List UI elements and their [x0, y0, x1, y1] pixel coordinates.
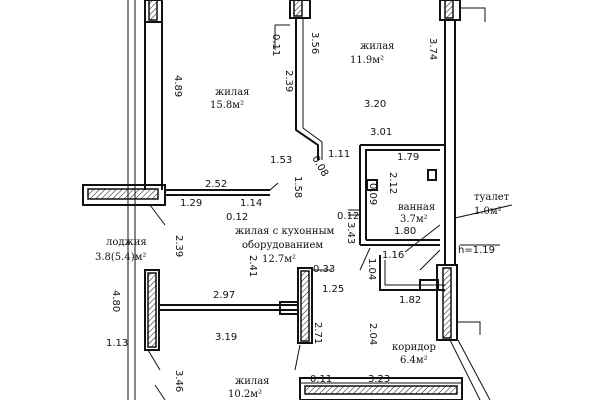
dim-4-80: 4.80 [110, 290, 121, 312]
dim-1-79: 1.79 [397, 152, 419, 163]
dim-0-12-right: 0.12 [337, 211, 359, 222]
room-toilet-area: 1.0м² [474, 206, 502, 217]
dim-1-25: 1.25 [322, 284, 344, 295]
dim-2-41: 2.41 [247, 255, 258, 277]
room-living-bottom-area: 10.2м² [228, 389, 262, 400]
dim-2-12: 2.12 [387, 172, 398, 194]
room-living-top-right-area: 11.9м² [350, 55, 384, 66]
room-bathroom-name: ванная [398, 202, 435, 213]
room-living-top-right-name: жилая [360, 41, 395, 52]
dim-2-04: 2.04 [367, 323, 378, 345]
room-living-bottom-name: жилая [235, 376, 270, 387]
partition-2-52 [165, 182, 279, 196]
dim-1-16: 1.16 [382, 250, 404, 261]
dim-0-33: 0.33 [313, 264, 335, 275]
wall-top-right [439, 0, 486, 265]
dim-0-08: 0.08 [309, 154, 330, 179]
dim-3-46: 3.46 [173, 370, 184, 392]
dim-1-11: 1.11 [328, 149, 350, 160]
partition-middle [158, 267, 332, 344]
dim-0-11-top: 0.11 [270, 34, 281, 56]
wall-bottom [299, 377, 463, 400]
dim-3-74: 3.74 [427, 38, 438, 60]
room-loggia-area: 3.8(5.4)м² [95, 252, 146, 263]
room-corridor-area: 6.4м² [400, 355, 428, 366]
dim-h-1-19: h=1.19 [458, 245, 495, 256]
dim-1-29: 1.29 [180, 198, 202, 209]
dim-3-23: 3.23 [368, 374, 390, 385]
wall-right-lower [436, 264, 491, 400]
dim-2-39-left: 2.39 [173, 235, 184, 257]
dim-4-89: 4.89 [172, 75, 183, 97]
wall-top-left [144, 0, 163, 190]
wall-top-middle [274, 0, 323, 160]
room-kitchen-line1: жилая с кухонным [235, 226, 335, 237]
dim-3-20: 3.20 [364, 99, 386, 110]
room-corridor-name: коридор [392, 342, 436, 353]
dim-2-39-top: 2.39 [283, 70, 294, 92]
column-left [144, 269, 160, 351]
room-toilet-name: туалет [474, 192, 510, 203]
dim-2-71: 2.71 [312, 322, 323, 344]
dim-1-04: 1.04 [366, 258, 377, 280]
dim-0-11-bottom: 0.11 [310, 374, 332, 385]
bathroom-walls [348, 144, 445, 246]
dim-1-80: 1.80 [394, 226, 416, 237]
loggia-slab [82, 184, 166, 206]
dim-1-14: 1.14 [240, 198, 262, 209]
left-outer-wall [127, 0, 136, 400]
dim-0-12-left: 0.12 [226, 212, 248, 223]
room-loggia-name: лоджия [106, 237, 147, 248]
dim-1-13: 1.13 [106, 338, 128, 349]
dim-2-97: 2.97 [213, 290, 235, 301]
dim-1-53: 1.53 [270, 155, 292, 166]
room-kitchen-line2: оборудованием [242, 240, 323, 251]
dim-0-09: 0.09 [367, 183, 378, 205]
dim-3-19: 3.19 [215, 332, 237, 343]
dim-1-58: 1.58 [292, 176, 303, 198]
room-kitchen-area: 12.7м² [262, 254, 296, 265]
dim-3-43: 3.43 [345, 222, 356, 244]
room-bathroom-area: 3.7м² [400, 214, 428, 225]
room-living-left-area: 15.8м² [210, 100, 244, 111]
dim-2-52: 2.52 [205, 179, 227, 190]
dim-3-01: 3.01 [370, 127, 392, 138]
door-swings [147, 204, 301, 400]
dim-3-56: 3.56 [309, 32, 320, 54]
room-living-left-name: жилая [215, 87, 250, 98]
dim-1-82: 1.82 [399, 295, 421, 306]
